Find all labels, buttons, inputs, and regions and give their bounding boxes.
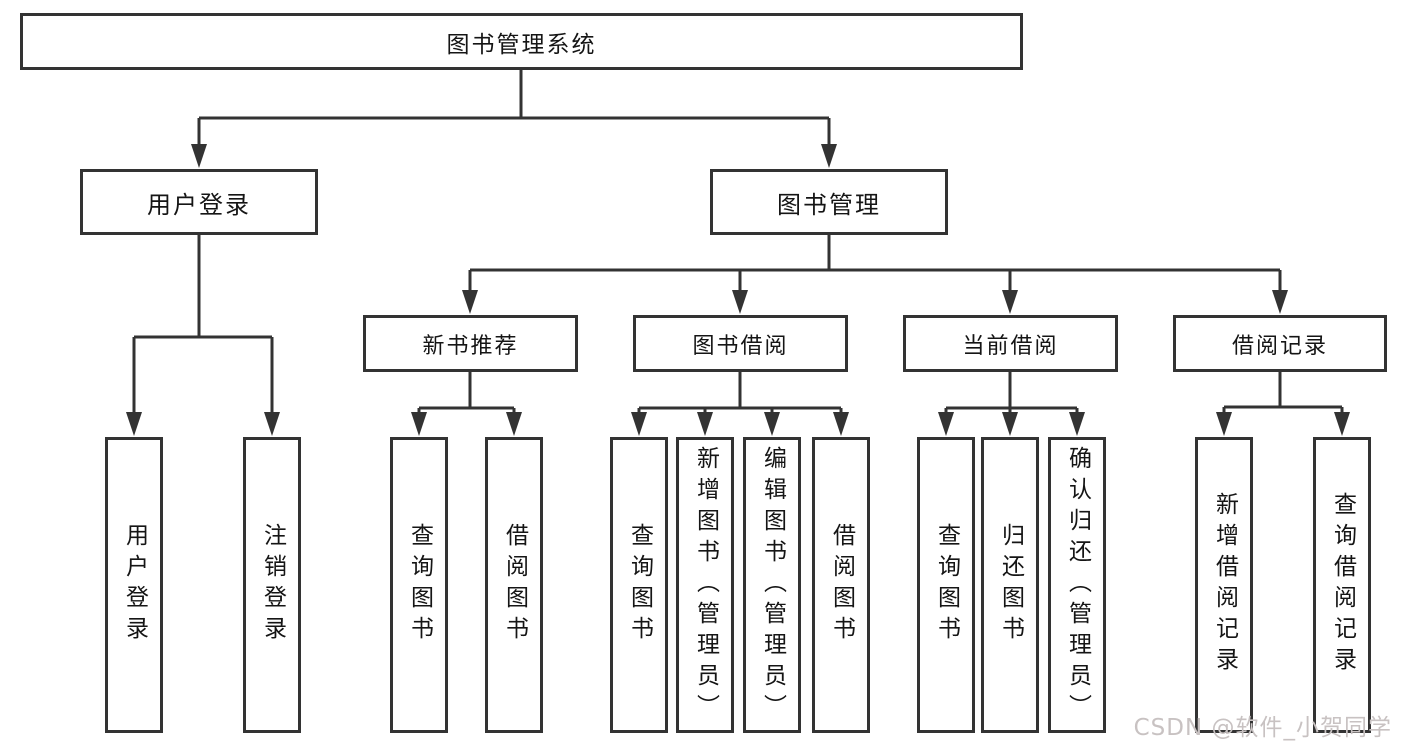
connector-line [132, 235, 274, 414]
arrowhead [191, 144, 837, 168]
leaf-add-books-admin: 新增图书（管理员） [676, 437, 734, 733]
connector-line [468, 235, 1282, 292]
node-book-borrow: 图书借阅 [633, 315, 848, 372]
node-root-label: 图书管理系统 [446, 31, 597, 58]
leaf-label: 借阅图书 [501, 523, 528, 647]
node-book-management-label: 图书管理 [777, 190, 881, 219]
node-book-management: 图书管理 [710, 169, 948, 235]
leaf-borrow-books: 借阅图书 [485, 437, 543, 733]
node-current-borrow-label: 当前借阅 [962, 333, 1059, 359]
leaf-user-login: 用户登录 [105, 437, 163, 733]
leaf-label: 归还图书 [997, 523, 1024, 647]
leaf-query-books: 查询图书 [610, 437, 668, 733]
leaf-label: 借阅图书 [828, 523, 855, 647]
leaf-logout: 注销登录 [243, 437, 301, 733]
connector-user-login [126, 235, 280, 436]
connector-line [637, 372, 843, 414]
leaf-label: 新增图书（管理员） [692, 445, 719, 725]
leaf-return-books: 归还图书 [981, 437, 1039, 733]
connector-line [417, 372, 516, 414]
arrowhead [462, 290, 1288, 314]
leaf-query-books: 查询图书 [917, 437, 975, 733]
connector-line [197, 70, 831, 146]
leaf-query-books: 查询图书 [390, 437, 448, 733]
leaf-confirm-return-admin: 确认归还（管理员） [1048, 437, 1106, 733]
connector-current-borrow [938, 372, 1085, 436]
connector-new-book-recommend [411, 372, 522, 436]
arrowhead [411, 412, 522, 436]
leaf-label: 注销登录 [259, 523, 286, 647]
csdn-watermark: CSDN @软件_小贺同学 [1133, 715, 1392, 741]
arrowhead [1216, 412, 1350, 436]
leaf-add-borrow-record: 新增借阅记录 [1195, 437, 1253, 733]
arrowhead [938, 412, 1085, 436]
leaf-label: 查询借阅记录 [1329, 492, 1356, 678]
leaf-query-borrow-record: 查询借阅记录 [1313, 437, 1371, 733]
leaf-label: 确认归还（管理员） [1064, 445, 1091, 725]
leaf-label: 新增借阅记录 [1211, 492, 1238, 678]
connector-book-borrow [631, 372, 849, 436]
node-current-borrow: 当前借阅 [903, 315, 1118, 372]
leaf-label: 编辑图书（管理员） [759, 445, 786, 725]
connector-line [1222, 372, 1344, 414]
connector-line [944, 372, 1079, 414]
arrowhead [631, 412, 849, 436]
leaf-label: 查询图书 [626, 523, 653, 647]
leaf-label: 用户登录 [121, 523, 148, 647]
leaf-borrow-books: 借阅图书 [812, 437, 870, 733]
connector-root [191, 70, 837, 168]
node-root: 图书管理系统 [20, 13, 1023, 70]
connector-borrow-records [1216, 372, 1350, 436]
leaf-label: 查询图书 [406, 523, 433, 647]
node-book-borrow-label: 图书借阅 [692, 333, 789, 359]
arrowhead [126, 412, 280, 436]
node-borrow-records-label: 借阅记录 [1231, 333, 1328, 359]
node-borrow-records: 借阅记录 [1173, 315, 1387, 372]
node-user-login-label: 用户登录 [147, 190, 251, 219]
node-new-book-recommend: 新书推荐 [363, 315, 578, 372]
leaf-label: 查询图书 [933, 523, 960, 647]
leaf-edit-books-admin: 编辑图书（管理员） [743, 437, 801, 733]
node-new-book-recommend-label: 新书推荐 [422, 333, 519, 359]
node-user-login: 用户登录 [80, 169, 318, 235]
connector-book-management [462, 235, 1288, 314]
